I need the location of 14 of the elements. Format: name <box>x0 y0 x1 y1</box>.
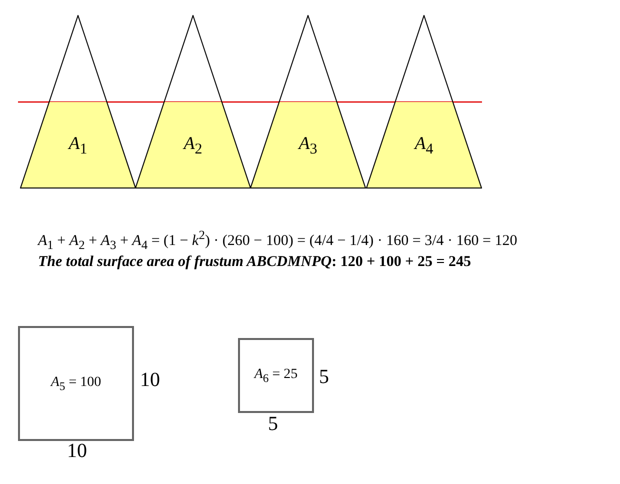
square <box>18 326 134 441</box>
square <box>238 338 314 413</box>
area-label: A$_{2}$ <box>184 133 202 159</box>
dimension-label: 5 <box>319 366 329 389</box>
area-label: A$_{5}$ = 100 <box>50 374 102 392</box>
area-label: A$_{4}$ <box>414 133 434 159</box>
area-label: A$_{6}$ = 25 <box>254 366 298 384</box>
formula: A$_{1}$ + A$_{2}$ + A$_{3}$ + A$_{4}$ = (1 − k$^{2}$) · (260 − 100) = (4/4 − 1/4) · 160 = 3/4 · 160 = 120 <box>38 228 518 253</box>
area-label: A$_{1}$ <box>68 133 88 159</box>
dimension-label: 10 <box>140 369 160 392</box>
formula: The total surface area of frustum ABCDMNPQ: 120 + 100 + 25 = 245 <box>38 254 472 271</box>
dimension-label: 10 <box>67 440 87 463</box>
area-label: A$_{3}$ <box>298 133 318 159</box>
dimension-label: 5 <box>268 413 278 436</box>
